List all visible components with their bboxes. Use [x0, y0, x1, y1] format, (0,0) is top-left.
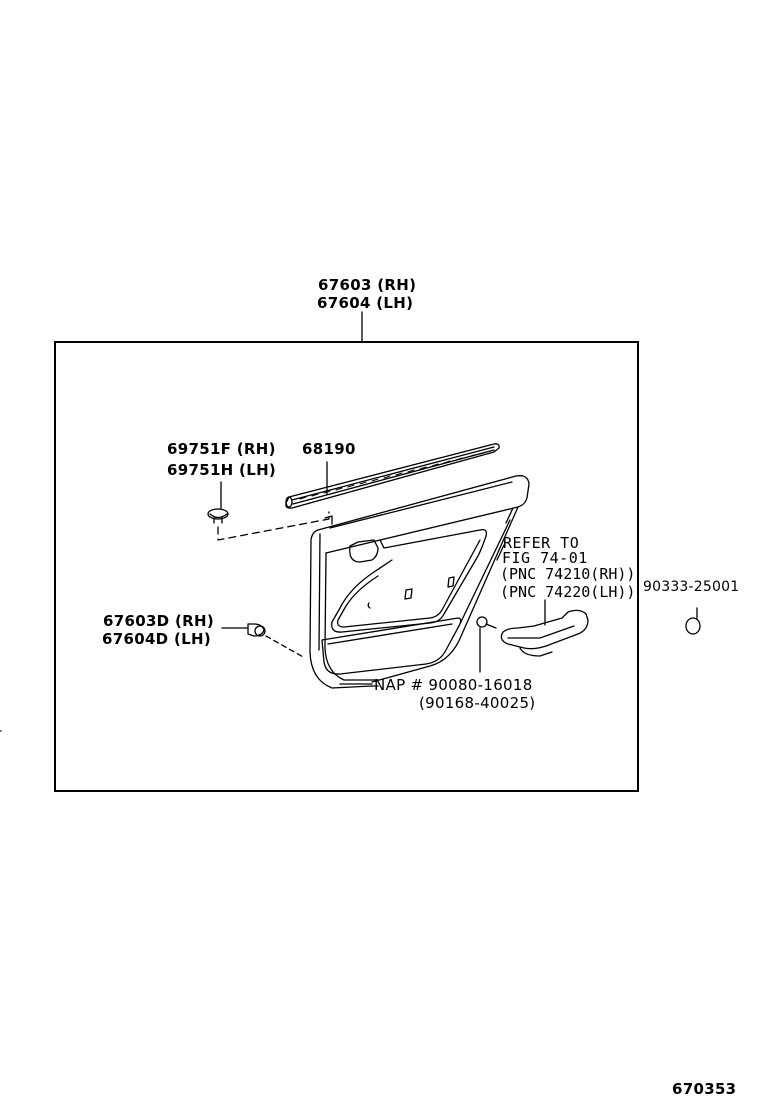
- cap-icon: [685, 607, 701, 635]
- figure-number: 670353: [672, 1080, 737, 1098]
- label-panel-assembly-lh: 67604 (LH): [317, 294, 414, 312]
- label-panel-assembly-rh: 67603 (RH): [318, 276, 417, 294]
- label-refer-to: REFER TO: [503, 534, 580, 552]
- assembly-frame: [54, 341, 639, 792]
- label-upper-clip-rh: 69751F (RH): [167, 440, 276, 458]
- label-screw-alt: (90168-40025): [419, 694, 536, 712]
- label-refer-pnc-rh: (PNC 74210(RH)): [500, 565, 636, 583]
- screw-icon: [476, 616, 497, 673]
- label-upper-clip-lh: 69751H (LH): [167, 461, 277, 479]
- label-refer-fig: FIG 74-01: [502, 549, 588, 567]
- label-lower-clip-rh: 67603D (RH): [103, 612, 214, 630]
- leader-refer-note: [496, 544, 505, 561]
- label-cap: 90333-25001: [643, 579, 740, 595]
- label-weatherstrip: 68190: [302, 440, 356, 458]
- label-refer-pnc-lh: (PNC 74220(LH)): [500, 583, 636, 601]
- upper-clip-icon: [207, 481, 330, 541]
- door-trim-panel-icon: [309, 475, 530, 689]
- label-lower-clip-lh: 67604D (LH): [102, 630, 211, 648]
- grip-handle-icon: [500, 599, 589, 657]
- label-screw-nap: NAP # 90080-16018: [374, 676, 533, 694]
- lower-clip-icon: [221, 623, 306, 659]
- weatherstrip-icon: [285, 443, 500, 509]
